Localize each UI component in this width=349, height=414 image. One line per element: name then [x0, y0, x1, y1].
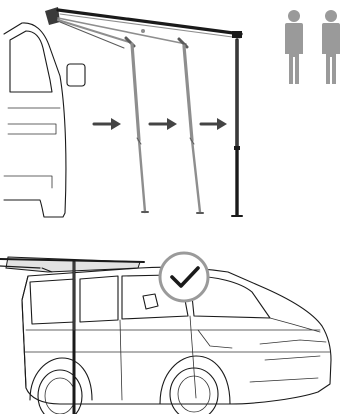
step-arrow-1 — [94, 118, 121, 130]
checkmark-icon — [160, 253, 208, 301]
support-pole-middle — [179, 39, 203, 213]
step-arrow-2 — [150, 118, 177, 130]
step-arrow-3 — [201, 118, 227, 130]
finished-awning-step — [0, 253, 331, 414]
awning-cassette — [45, 7, 242, 38]
van-rear-outline — [4, 23, 85, 217]
support-pole-right — [232, 40, 242, 216]
support-pole-left — [126, 38, 148, 212]
pole-setup-step — [4, 7, 340, 217]
rear-wheel — [30, 358, 92, 414]
two-people-icon — [285, 10, 340, 84]
